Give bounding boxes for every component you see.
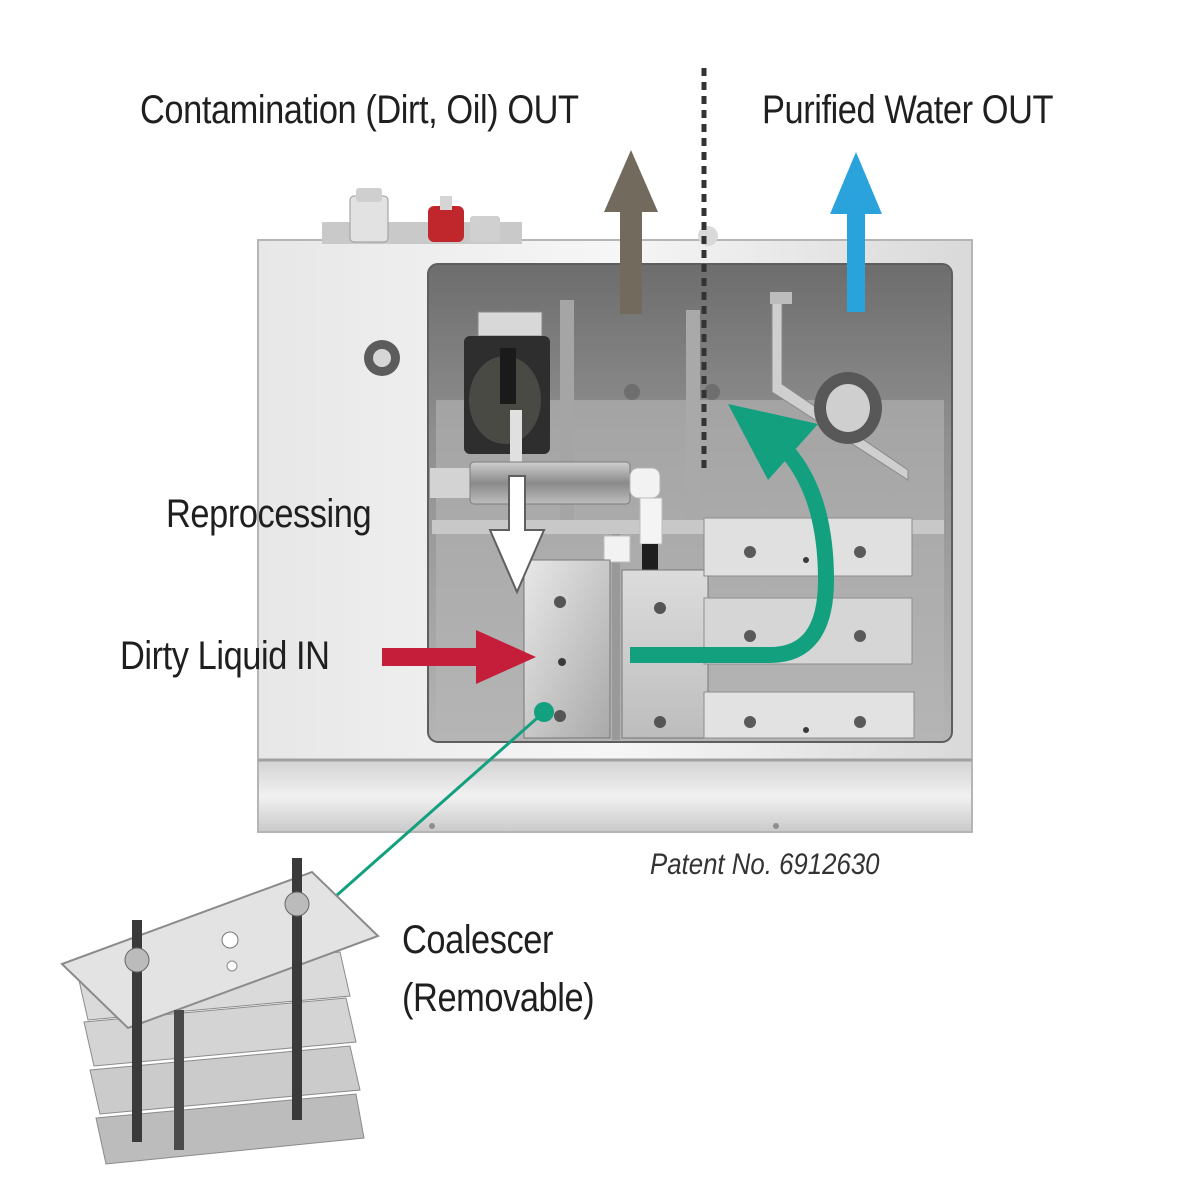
coalescer-removable	[60, 858, 380, 1165]
contamination-out-label: Contamination (Dirt, Oil) OUT	[140, 88, 579, 132]
right-plate-stack	[703, 517, 915, 739]
outlet-basket	[770, 292, 909, 481]
top-valves	[322, 188, 718, 246]
reprocessing-label: Reprocessing	[166, 492, 372, 536]
dirty-in-arrow	[382, 630, 536, 684]
contamination-out-arrow	[604, 150, 658, 314]
coalescer-leader	[335, 702, 554, 898]
side-knob	[364, 340, 400, 376]
purified-out-label: Purified Water OUT	[762, 88, 1054, 132]
reprocessing-arrow	[488, 475, 546, 595]
purified-out-arrow	[830, 152, 882, 312]
coalescer-label: Coalescer	[402, 918, 553, 962]
skimmer-block	[464, 311, 550, 466]
coalescer-removable-label: (Removable)	[402, 976, 595, 1020]
patent-label: Patent No. 6912630	[650, 848, 880, 881]
flow-arrow	[630, 404, 835, 663]
dirty-in-label: Dirty Liquid IN	[120, 634, 330, 678]
